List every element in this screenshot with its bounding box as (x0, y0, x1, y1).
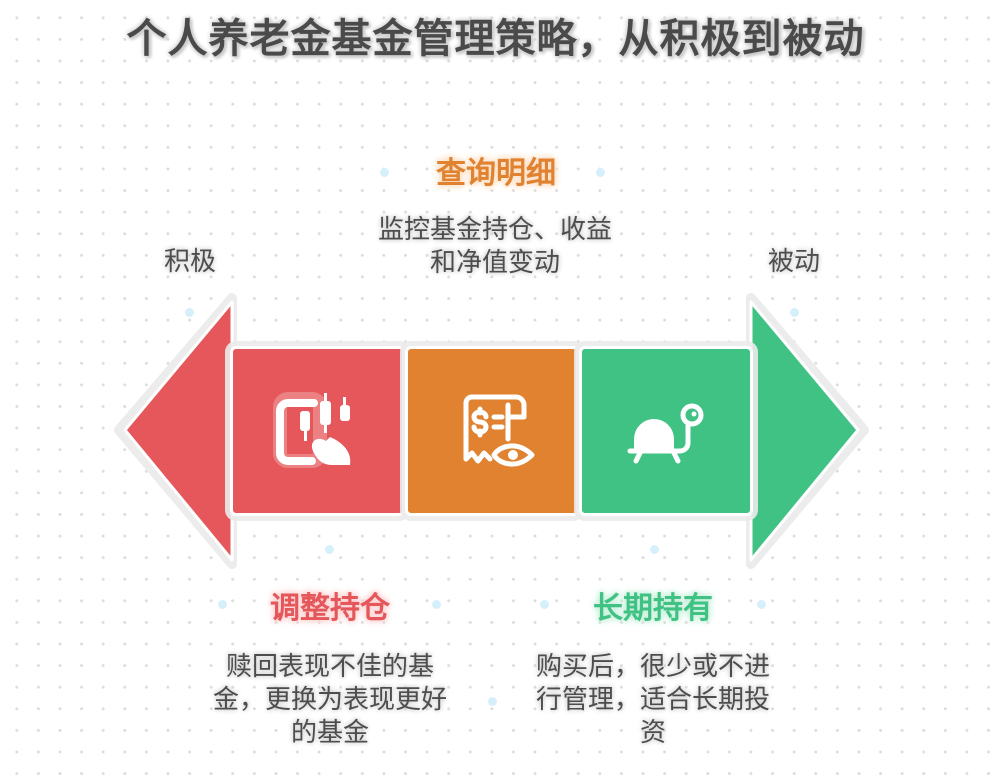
hand-candlestick-chart-icon (272, 392, 350, 468)
decor-dot (540, 600, 549, 609)
right-arrow-head (746, 293, 869, 569)
stage-box-hold (579, 346, 753, 516)
description-line: 资 (639, 718, 666, 748)
decor-dot (218, 600, 227, 609)
left-arrow-head (114, 293, 237, 569)
page-title: 个人养老金基金管理策略，从积极到被动 (126, 16, 865, 62)
description-line: 赎回表现不佳的基 (225, 652, 434, 682)
description-line: 监控基金持仓、收益 (377, 215, 612, 245)
stage-box-adjust (230, 346, 405, 516)
decor-dot (325, 545, 334, 554)
description-line: 和净值变动 (429, 248, 560, 278)
scale-label-active: 积极 (163, 247, 216, 277)
stage-description-query: 监控基金持仓、收益 和净值变动 (340, 214, 650, 280)
decor-dot (380, 168, 389, 177)
decor-dot (757, 600, 766, 609)
turtle-icon (627, 403, 704, 464)
stage-box-query (405, 346, 579, 516)
decor-dot (596, 168, 605, 177)
description-line: 购买后，很少或不进 (535, 652, 770, 682)
description-line: 金，更换为表现更好 (212, 685, 447, 715)
decor-dot (790, 308, 799, 317)
decor-dot (185, 308, 194, 317)
decor-dot (488, 697, 497, 706)
decor-dot (432, 600, 441, 609)
stage-heading-query: 查询明细 (436, 156, 556, 191)
stage-description-hold: 购买后，很少或不进 行管理，适合长期投 资 (503, 651, 803, 750)
stage-heading-adjust: 调整持仓 (270, 591, 390, 626)
description-line: 的基金 (290, 718, 369, 748)
decor-dot (650, 545, 659, 554)
receipt-eye-icon (463, 394, 535, 467)
description-line: 行管理，适合长期投 (535, 685, 770, 715)
stage-heading-hold: 长期持有 (593, 591, 713, 626)
scale-label-passive: 被动 (767, 247, 820, 277)
stage-description-adjust: 赎回表现不佳的基 金，更换为表现更好 的基金 (180, 651, 480, 750)
